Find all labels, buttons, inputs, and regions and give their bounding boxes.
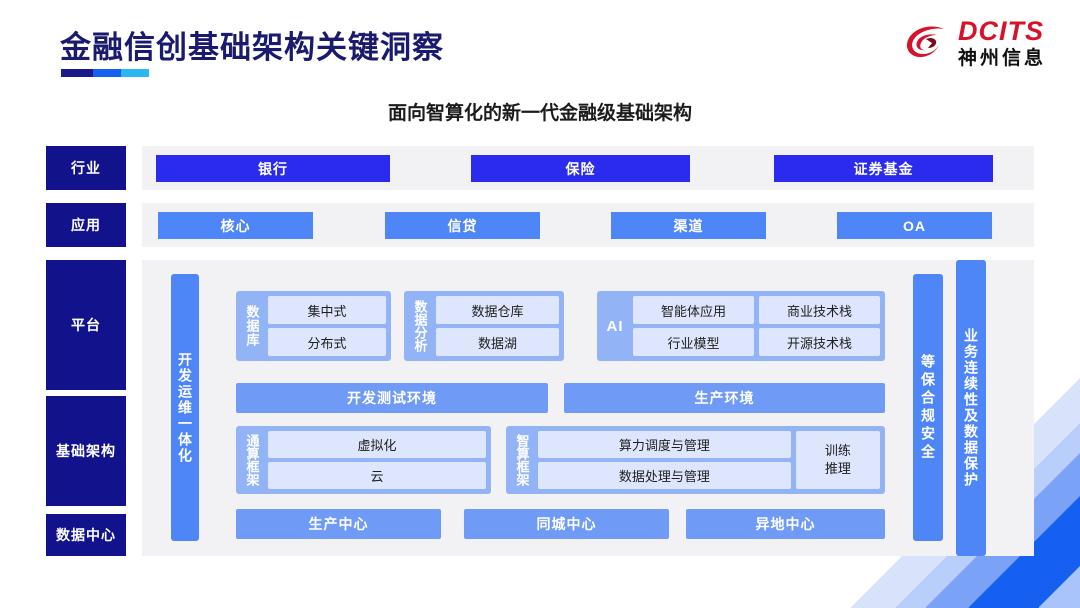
group-ai-item-3[interactable]: 开源技术栈: [759, 328, 880, 356]
center-item-1[interactable]: 同城中心: [464, 509, 669, 539]
group-general-compute-label: 通算框架: [244, 434, 260, 486]
group-general-compute-item-0[interactable]: 虚拟化: [268, 431, 486, 458]
group-ai-item-0[interactable]: 智能体应用: [633, 296, 754, 324]
accent-segment-3: [121, 69, 149, 77]
group-ai: AI 智能体应用 行业模型 商业技术栈 开源技术栈: [597, 291, 885, 361]
group-general-compute-item-1[interactable]: 云: [268, 462, 486, 489]
environment-dev-test[interactable]: 开发测试环境: [236, 383, 548, 413]
dcits-swirl-icon: [904, 20, 950, 66]
accent-segment-1: [61, 69, 93, 77]
group-intelligent-compute-item-0[interactable]: 算力调度与管理: [538, 431, 791, 458]
logo-wordmark-cn: 神州信息: [957, 48, 1046, 69]
group-analytics-item-1[interactable]: 数据湖: [436, 328, 559, 356]
group-analytics: 数据分析 数据仓库 数据湖: [404, 291, 564, 361]
group-ai-label: AI: [606, 317, 624, 335]
group-ai-item-1[interactable]: 行业模型: [633, 328, 754, 356]
group-database-item-0[interactable]: 集中式: [268, 296, 386, 324]
page-title: 金融信创基础架构关键洞察: [60, 30, 444, 65]
group-database: 数据库 集中式 分布式: [236, 291, 391, 361]
architecture-diagram: 行业 应用 平台 基础架构 数据中心 银行 保险 证券基金 核心 信贷 渠道 O…: [46, 143, 1034, 563]
row-label-infrastructure: 基础架构: [46, 396, 126, 506]
group-database-item-1[interactable]: 分布式: [268, 328, 386, 356]
row-label-platform: 平台: [46, 260, 126, 390]
application-item-3[interactable]: OA: [837, 212, 992, 239]
industry-item-0[interactable]: 银行: [156, 155, 390, 182]
compliance-column[interactable]: 等保合规安全: [913, 274, 943, 541]
industry-item-1[interactable]: 保险: [471, 155, 690, 182]
environment-production[interactable]: 生产环境: [564, 383, 885, 413]
accent-segment-2: [93, 69, 121, 77]
industry-item-2[interactable]: 证券基金: [774, 155, 993, 182]
logo-wordmark: DCITS: [957, 16, 1044, 46]
group-ai-item-2[interactable]: 商业技术栈: [759, 296, 880, 324]
group-general-compute: 通算框架 虚拟化 云: [236, 426, 491, 494]
row-label-industry: 行业: [46, 146, 126, 190]
title-accent-bar: [61, 69, 149, 77]
group-database-label: 数据库: [244, 305, 260, 347]
group-analytics-item-0[interactable]: 数据仓库: [436, 296, 559, 324]
page-subtitle: 面向智算化的新一代金融级基础架构: [387, 103, 692, 124]
group-analytics-label: 数据分析: [412, 300, 428, 352]
row-label-datacenter: 数据中心: [46, 514, 126, 556]
row-label-application: 应用: [46, 203, 126, 247]
application-item-0[interactable]: 核心: [158, 212, 313, 239]
continuity-column[interactable]: 业务连续性及数据保护: [956, 260, 986, 556]
center-item-0[interactable]: 生产中心: [236, 509, 441, 539]
group-intelligent-compute-item-1[interactable]: 数据处理与管理: [538, 462, 791, 489]
application-item-1[interactable]: 信贷: [385, 212, 540, 239]
group-intelligent-compute-label: 智算框架: [514, 434, 530, 486]
brand-logo: DCITS 神州信息: [904, 18, 1046, 68]
group-intelligent-compute: 智算框架 算力调度与管理 数据处理与管理 训练 推理: [506, 426, 885, 494]
center-item-2[interactable]: 异地中心: [686, 509, 885, 539]
group-intelligent-compute-side[interactable]: 训练 推理: [795, 431, 880, 489]
application-item-2[interactable]: 渠道: [611, 212, 766, 239]
devops-column[interactable]: 开发运维一体化: [171, 274, 199, 541]
